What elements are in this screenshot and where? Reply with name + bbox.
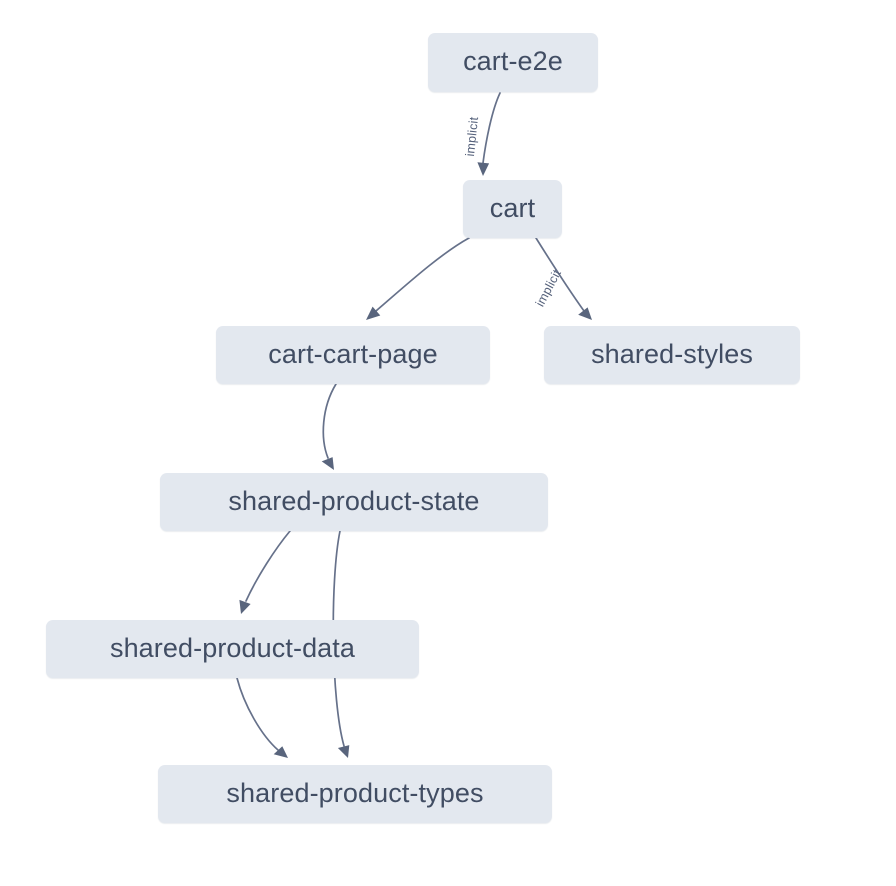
edge-shared-product-state-to-shared-product-data [239, 530, 291, 614]
graph-node-label: cart [489, 192, 536, 223]
graph-node-label: shared-product-types [226, 777, 484, 808]
edge-line [245, 530, 291, 602]
graph-node-label: shared-product-state [228, 485, 480, 516]
graph-node-shared-product-data[interactable]: shared-product-data [46, 620, 419, 678]
edge-arrowhead-icon [239, 599, 251, 614]
edge-line [375, 237, 470, 312]
edge-cart-e2e-to-cart: implicit [463, 92, 501, 176]
edge-label: implicit [533, 267, 564, 309]
edge-label: implicit [463, 116, 481, 157]
edge-cart-to-shared-styles: implicit [533, 237, 592, 320]
graph-node-shared-product-state[interactable]: shared-product-state [160, 473, 548, 531]
graph-node-shared-styles[interactable]: shared-styles [544, 326, 800, 384]
edge-arrowhead-icon [337, 745, 350, 758]
edge-shared-product-data-to-shared-product-types [236, 677, 288, 758]
graph-node-shared-product-types[interactable]: shared-product-types [158, 765, 552, 823]
edge-arrowhead-icon [321, 457, 334, 470]
edge-arrowhead-icon [477, 162, 490, 176]
graph-node-label: cart-cart-page [268, 338, 438, 369]
graph-node-label: cart-e2e [463, 46, 563, 76]
edge-line [322, 383, 337, 459]
edge-arrowhead-icon [366, 306, 381, 320]
graph-node-cart-e2e[interactable]: cart-e2e [428, 33, 598, 92]
graph-node-cart-cart-page[interactable]: cart-cart-page [216, 326, 490, 384]
graph-node-label: shared-product-data [109, 632, 356, 663]
graph-node-cart[interactable]: cart [463, 180, 562, 238]
edge-arrowhead-icon [578, 307, 592, 320]
edge-line [535, 237, 585, 312]
edge-cart-cart-page-to-shared-product-state [321, 383, 337, 470]
edge-line [482, 92, 501, 164]
edge-line [236, 677, 279, 751]
edge-cart-to-cart-cart-page [366, 237, 470, 320]
graph-node-label: shared-styles [591, 338, 753, 369]
edge-arrowhead-icon [273, 746, 288, 758]
